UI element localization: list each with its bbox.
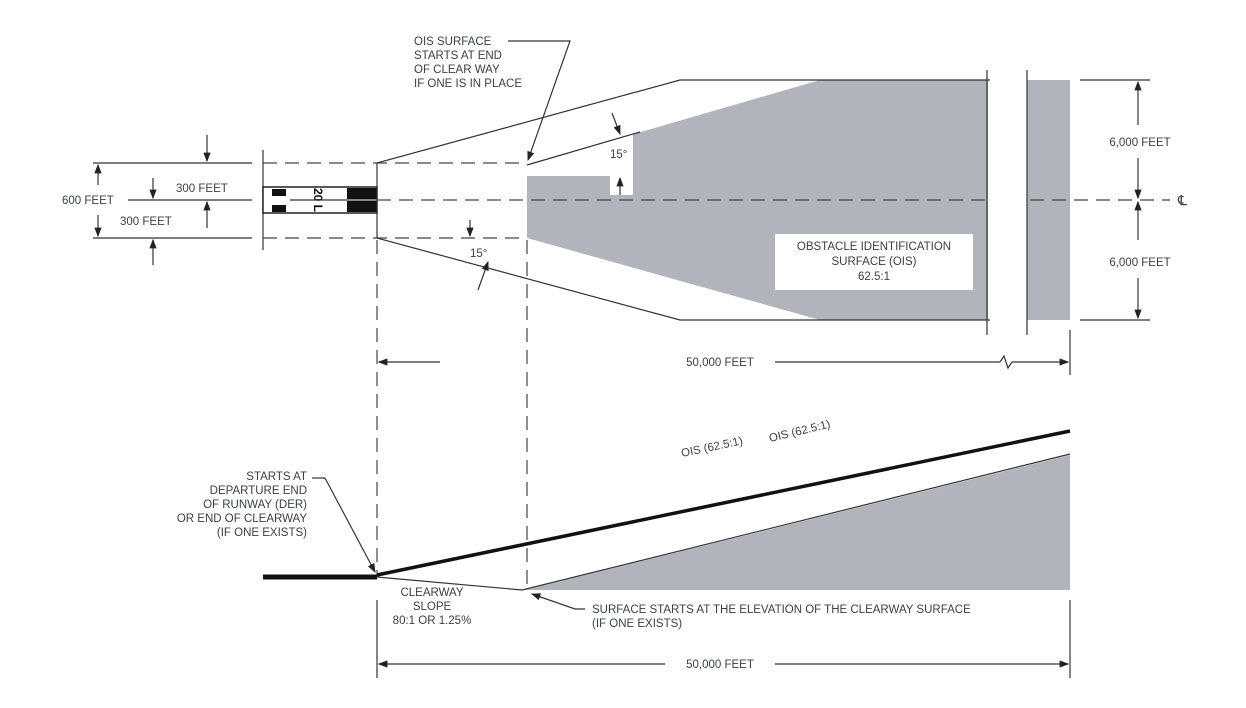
svg-text:OR END OF CLEARWAY: OR END OF CLEARWAY [177, 513, 307, 525]
der-note: STARTS AT DEPARTURE END OF RUNWAY (DER) … [177, 471, 376, 574]
svg-text:STARTS AT END: STARTS AT END [414, 50, 502, 62]
profile-length-dim: 50,000 FEET [686, 659, 754, 671]
svg-text:62.5:1: 62.5:1 [858, 271, 890, 283]
clearway-note: CLEARWAY SLOPE 80:1 OR 1.25% [393, 587, 472, 627]
svg-text:(IF ONE EXISTS): (IF ONE EXISTS) [217, 527, 307, 539]
angle-label-top: 15° [610, 149, 627, 161]
svg-text:DEPARTURE END: DEPARTURE END [210, 485, 307, 497]
dim-600: 600 FEET [62, 195, 114, 207]
dim-6000-bottom: 6,000 FEET [1109, 257, 1170, 269]
dim-300-bottom: 300 FEET [120, 216, 172, 228]
svg-text:SURFACE STARTS AT THE ELEVATIO: SURFACE STARTS AT THE ELEVATION OF THE C… [592, 604, 971, 616]
plan-length-dim: 50,000 FEET [686, 357, 754, 369]
svg-text:OF CLEAR WAY: OF CLEAR WAY [414, 64, 500, 76]
svg-text:OBSTACLE IDENTIFICATION: OBSTACLE IDENTIFICATION [797, 241, 951, 253]
svg-text:SLOPE: SLOPE [413, 601, 452, 613]
svg-text:(IF ONE EXISTS): (IF ONE EXISTS) [592, 618, 682, 630]
plan-view: 20 L 15° 15° 300 FEET 600 FEET 300 FEET … [62, 36, 1187, 375]
svg-text:CLEARWAY: CLEARWAY [400, 587, 463, 599]
surface-start-note: SURFACE STARTS AT THE ELEVATION OF THE C… [530, 593, 971, 630]
ois-upper-label: OIS (62.5:1) [680, 435, 744, 460]
ois-surface-plan-far [1027, 80, 1070, 320]
svg-text:OIS SURFACE: OIS SURFACE [414, 36, 492, 48]
svg-text:STARTS AT: STARTS AT [246, 471, 307, 483]
centerline-symbol: ℄ [1177, 192, 1187, 208]
profile-view: OIS (62.5:1) OIS (62.5:1) STARTS AT DEPA… [177, 411, 1071, 678]
ois-surface-profile [525, 455, 1070, 590]
svg-text:SURFACE (OIS): SURFACE (OIS) [832, 256, 917, 268]
dim-300-top: 300 FEET [176, 183, 228, 195]
dim-6000-top: 6,000 FEET [1109, 137, 1170, 149]
angle-label-bottom: 15° [470, 248, 487, 260]
ois-label: OBSTACLE IDENTIFICATION SURFACE (OIS) 62… [797, 241, 951, 283]
svg-text:OF RUNWAY (DER): OF RUNWAY (DER) [203, 499, 307, 511]
ois-upper-line [376, 429, 1071, 577]
ois-start-note: OIS SURFACE STARTS AT END OF CLEAR WAY I… [414, 36, 571, 162]
svg-text:80:1 OR 1.25%: 80:1 OR 1.25% [393, 615, 472, 627]
ois-label-box [775, 234, 973, 290]
svg-text:IF ONE IS IN PLACE: IF ONE IS IN PLACE [414, 78, 522, 90]
